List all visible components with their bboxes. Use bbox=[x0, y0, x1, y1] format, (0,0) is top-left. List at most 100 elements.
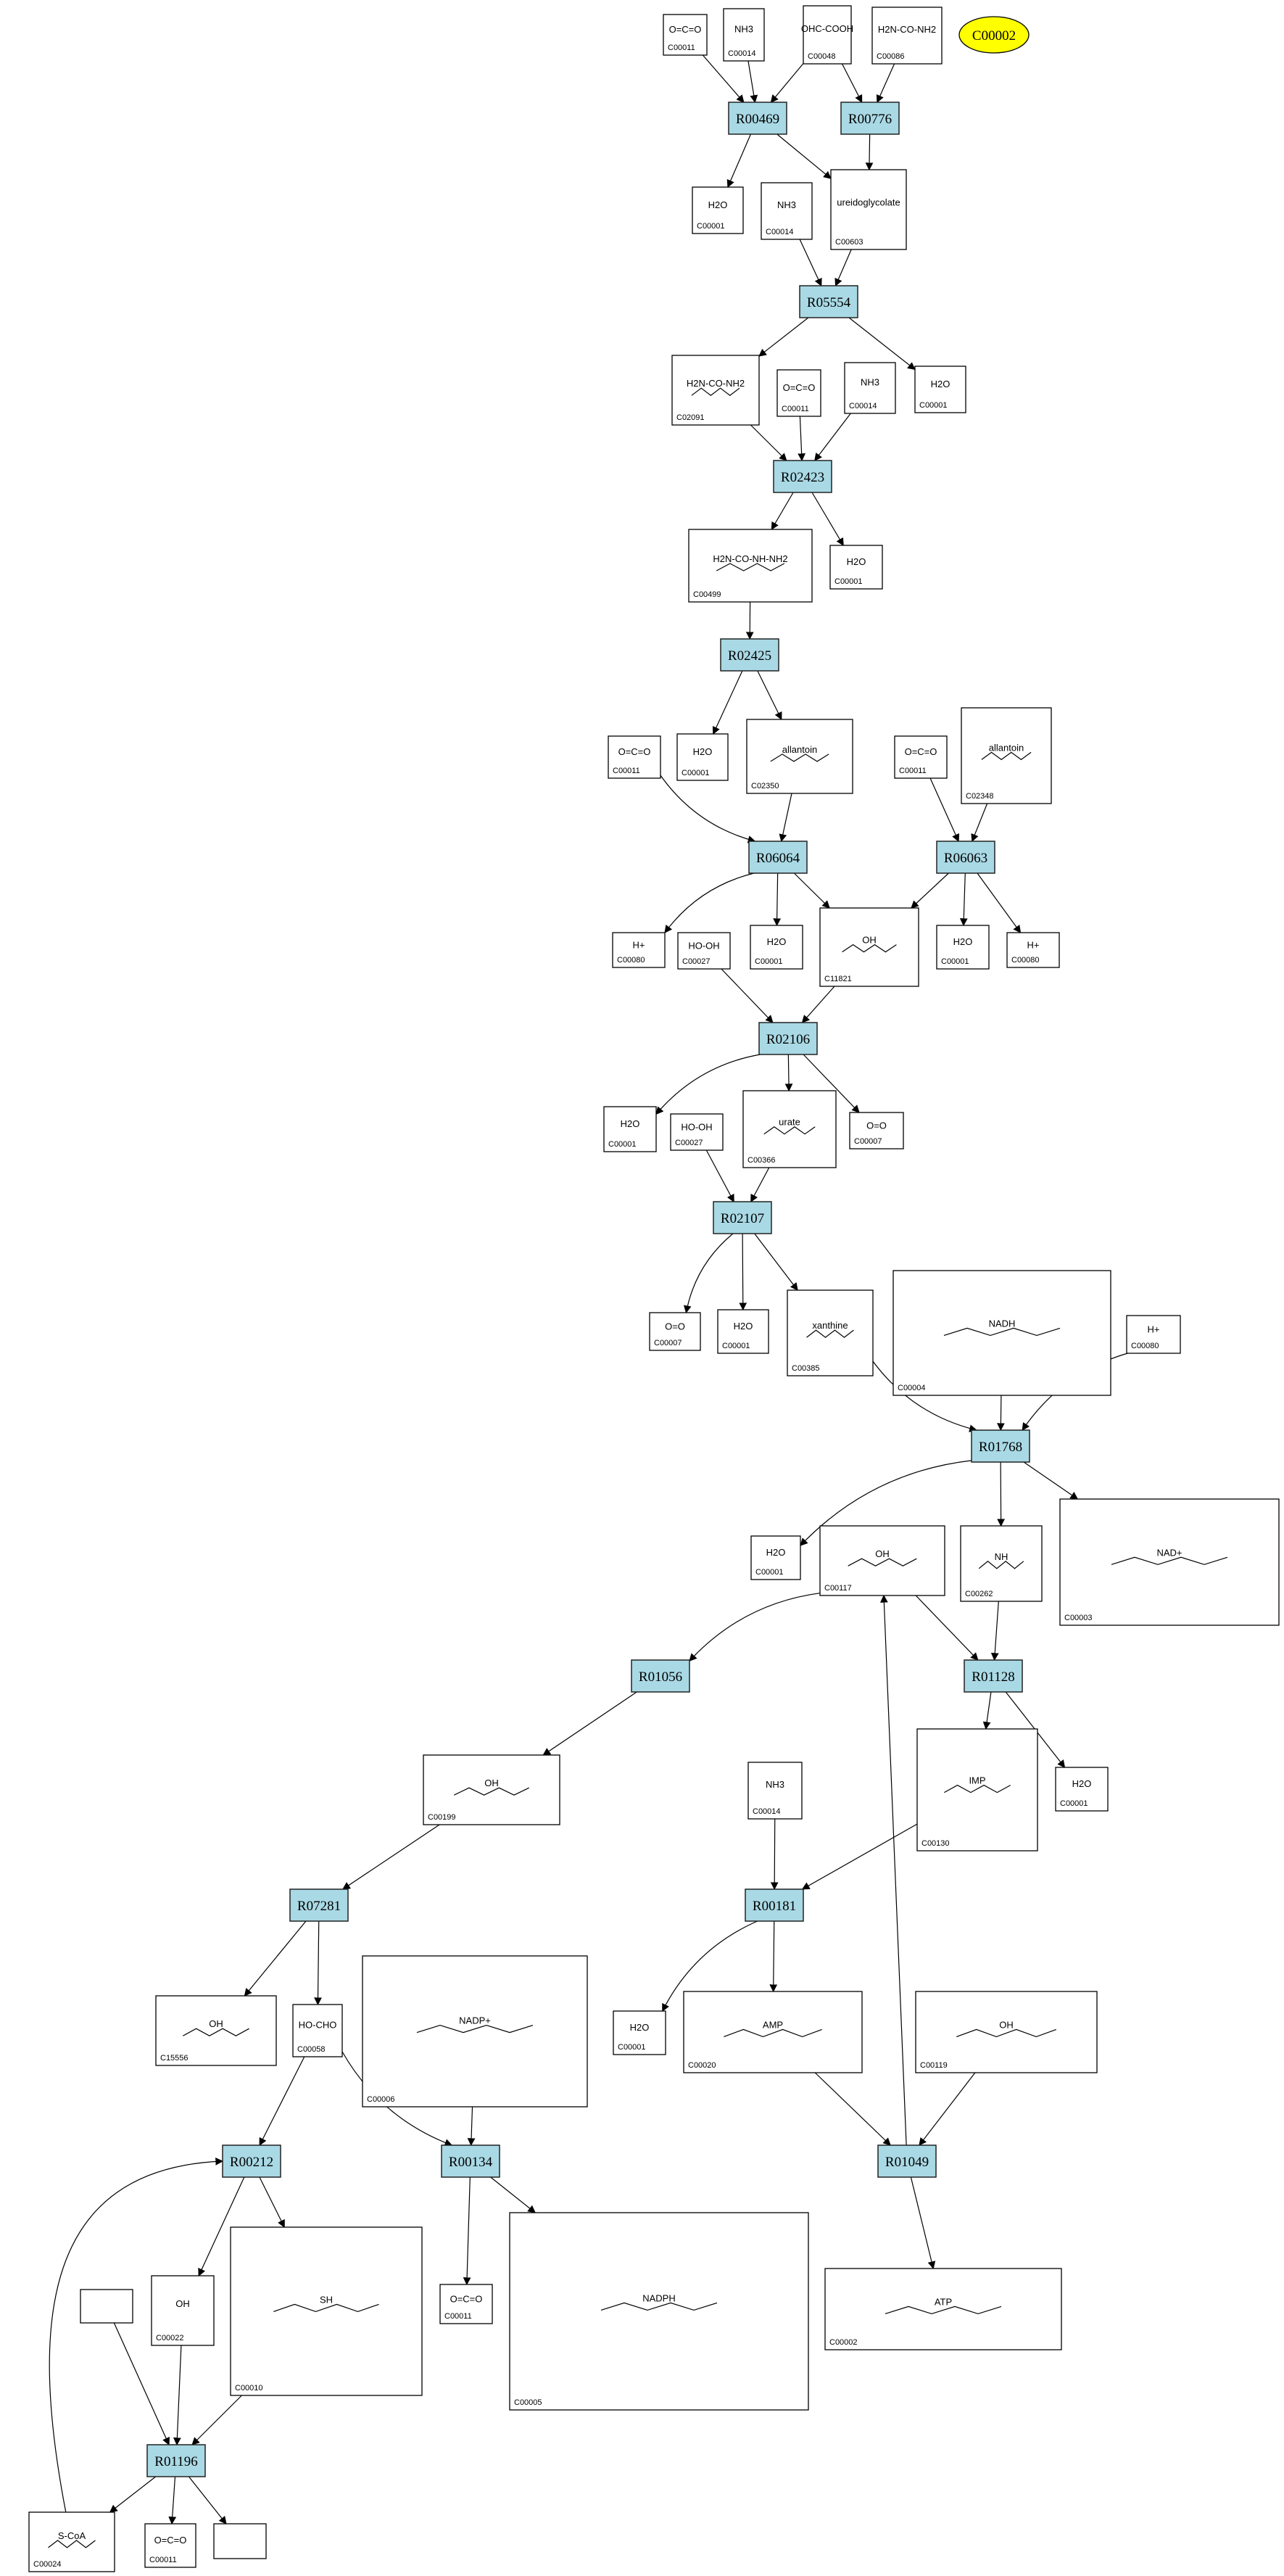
reaction-node[interactable]: R00134 bbox=[441, 2144, 500, 2178]
compound-node[interactable]: H+C00080 bbox=[1006, 932, 1060, 968]
reaction-box[interactable] bbox=[773, 460, 832, 493]
compound-box[interactable] bbox=[936, 925, 990, 970]
compound-box[interactable] bbox=[230, 2226, 423, 2396]
compound-node[interactable]: H+C00080 bbox=[1126, 1315, 1181, 1354]
seed-node[interactable]: C00002 bbox=[958, 16, 1030, 54]
compound-box[interactable] bbox=[747, 1762, 803, 1820]
compound-node[interactable]: NAD+C00003 bbox=[1059, 1498, 1280, 1626]
compound-box[interactable] bbox=[717, 1309, 769, 1354]
compound-box[interactable] bbox=[746, 719, 853, 794]
compound-box[interactable] bbox=[649, 1312, 701, 1351]
reaction-box[interactable] bbox=[964, 1659, 1023, 1693]
compound-box[interactable] bbox=[423, 1754, 560, 1825]
reaction-node[interactable]: R01128 bbox=[964, 1659, 1023, 1693]
compound-box[interactable] bbox=[803, 5, 852, 65]
compound-box[interactable] bbox=[844, 362, 896, 414]
compound-box[interactable] bbox=[787, 1289, 874, 1376]
reaction-node[interactable]: R00776 bbox=[840, 102, 900, 135]
reaction-box[interactable] bbox=[222, 2144, 281, 2178]
compound-box[interactable] bbox=[612, 932, 666, 968]
reaction-node[interactable]: R01196 bbox=[146, 2444, 206, 2477]
compound-box[interactable] bbox=[824, 2268, 1062, 2350]
compound-box[interactable] bbox=[213, 2523, 267, 2559]
compound-box[interactable] bbox=[362, 1955, 588, 2108]
reaction-box[interactable] bbox=[748, 841, 808, 874]
compound-box[interactable] bbox=[871, 7, 943, 65]
reaction-node[interactable]: R05554 bbox=[799, 285, 858, 318]
reaction-node[interactable]: R00212 bbox=[222, 2144, 281, 2178]
reaction-box[interactable] bbox=[799, 285, 858, 318]
compound-box[interactable] bbox=[742, 1090, 837, 1168]
compound-box[interactable] bbox=[761, 182, 813, 240]
compound-node[interactable]: H+C00080 bbox=[612, 932, 666, 968]
compound-box[interactable] bbox=[155, 1995, 277, 2066]
compound-box[interactable] bbox=[509, 2212, 809, 2411]
compound-box[interactable] bbox=[688, 529, 813, 603]
compound-box[interactable] bbox=[776, 369, 821, 417]
reaction-box[interactable] bbox=[758, 1022, 818, 1055]
reaction-box[interactable] bbox=[146, 2444, 206, 2477]
compound-box[interactable] bbox=[750, 1535, 801, 1580]
reaction-node[interactable]: R01056 bbox=[631, 1659, 690, 1693]
compound-box[interactable] bbox=[692, 186, 744, 234]
reaction-node[interactable]: R06064 bbox=[748, 841, 808, 874]
compound-box[interactable] bbox=[151, 2275, 215, 2346]
compound-box[interactable] bbox=[830, 169, 907, 250]
compound-box[interactable] bbox=[144, 2523, 196, 2568]
compound-box[interactable] bbox=[723, 8, 765, 62]
reaction-box[interactable] bbox=[971, 1429, 1030, 1463]
reaction-box[interactable] bbox=[936, 841, 995, 874]
compound-node[interactable] bbox=[80, 2289, 133, 2324]
compound-box[interactable] bbox=[439, 2284, 493, 2324]
reaction-node[interactable]: R06063 bbox=[936, 841, 995, 874]
reaction-node[interactable]: R02425 bbox=[720, 638, 779, 672]
reaction-box[interactable] bbox=[720, 638, 779, 672]
compound-box[interactable] bbox=[292, 2004, 343, 2057]
compound-box[interactable] bbox=[849, 1112, 904, 1149]
reaction-box[interactable] bbox=[441, 2144, 500, 2178]
reaction-node[interactable]: R02106 bbox=[758, 1022, 818, 1055]
compound-node[interactable]: NADP+C00006 bbox=[362, 1955, 588, 2108]
reaction-node[interactable]: R02107 bbox=[713, 1201, 772, 1234]
compound-box[interactable] bbox=[676, 733, 729, 781]
seed-ellipse[interactable] bbox=[958, 16, 1030, 54]
compound-box[interactable] bbox=[819, 1525, 945, 1596]
reaction-box[interactable] bbox=[713, 1201, 772, 1234]
reaction-node[interactable]: R07281 bbox=[289, 1888, 349, 1922]
